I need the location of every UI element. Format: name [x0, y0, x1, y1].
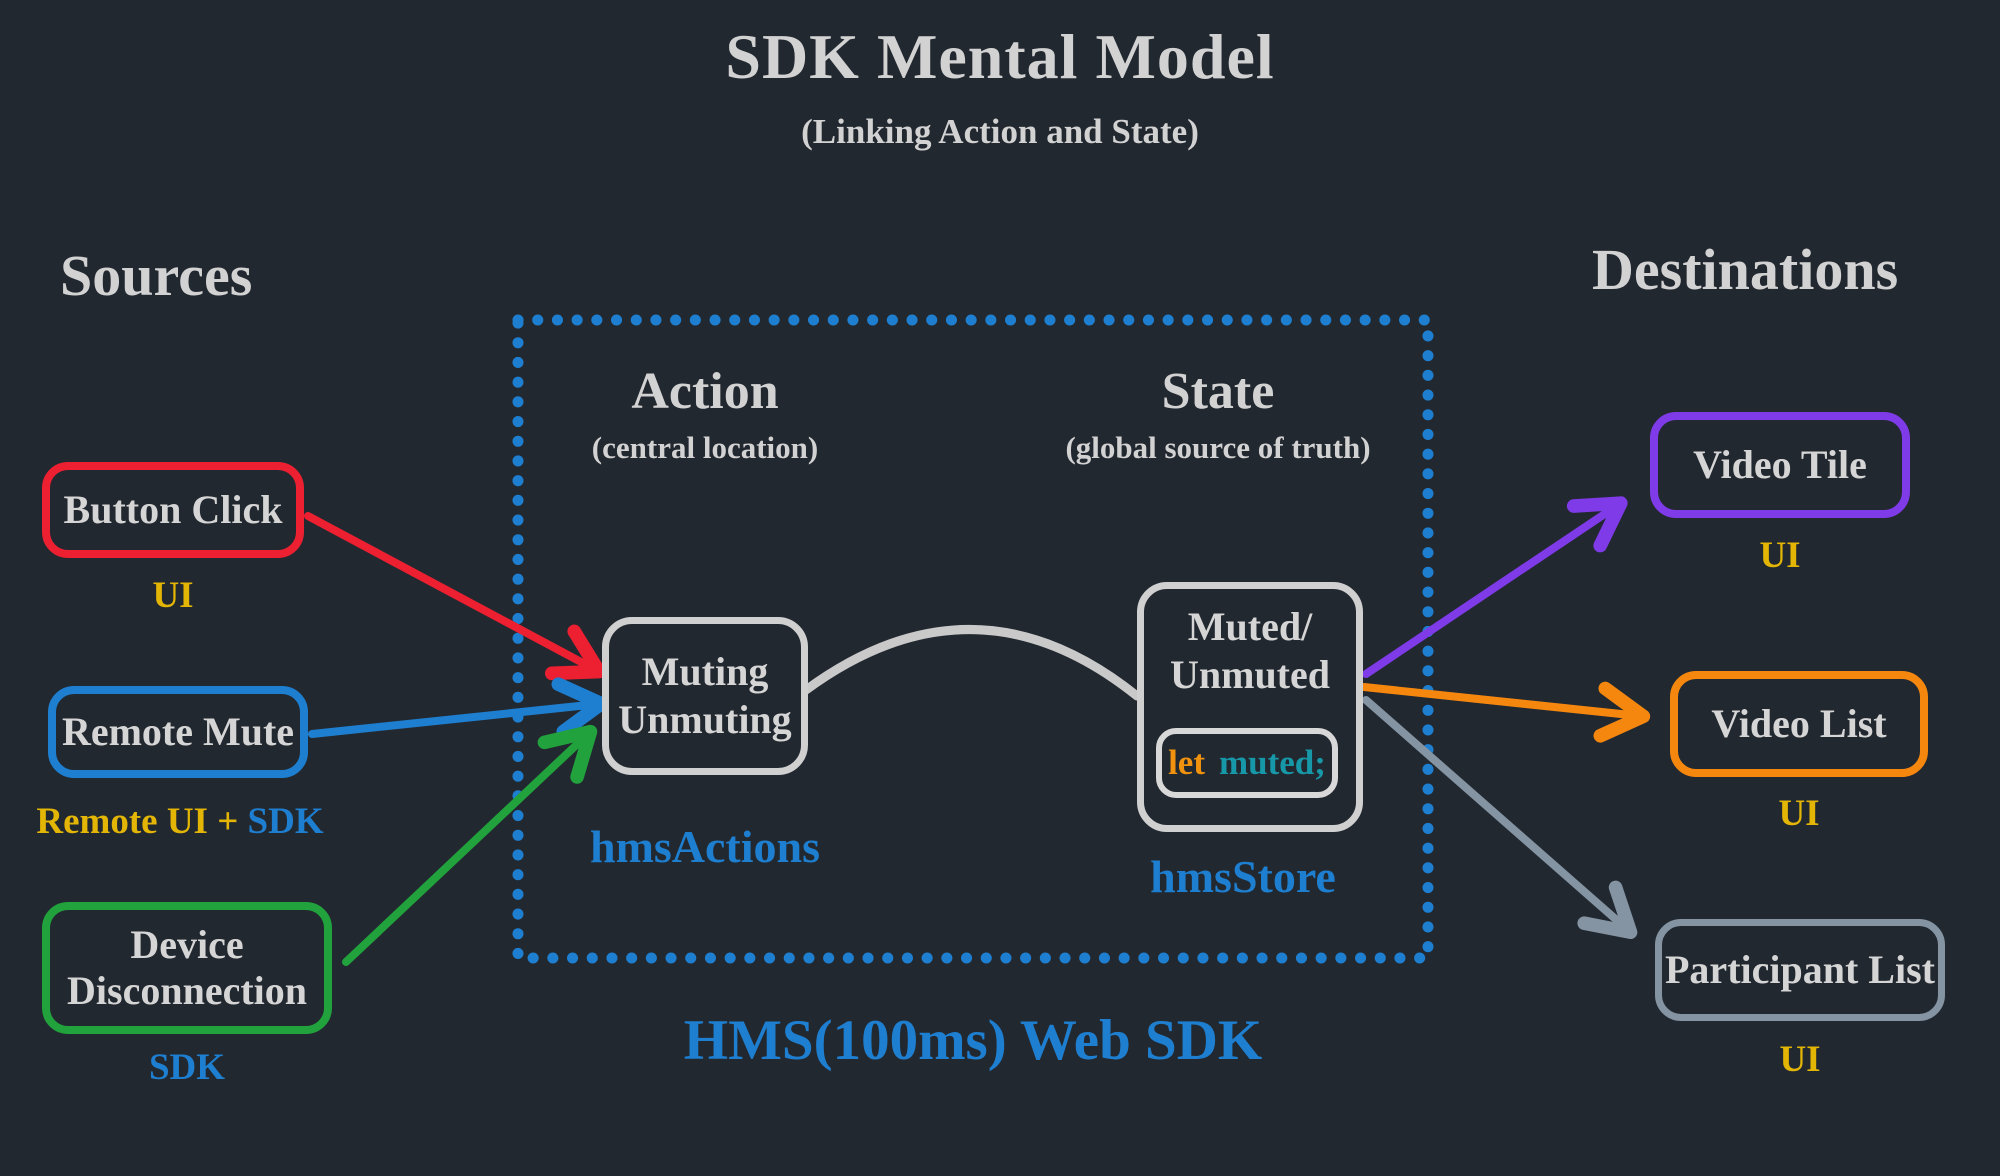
page-title: SDK Mental Model [725, 21, 1275, 92]
code-muted-token: muted; [1218, 743, 1326, 782]
action-to-state-curve [801, 625, 1142, 701]
device-label-line2: Disconnection [67, 968, 307, 1013]
arrow-state-to-participant-list [1362, 696, 1638, 940]
arrow-device-disconnection-to-muting [342, 724, 598, 966]
page-subtitle: (Linking Action and State) [801, 112, 1199, 151]
hms-actions-label: hmsActions [589, 821, 821, 872]
sources-heading: Sources [60, 243, 253, 308]
source-card-device-disconnection: Device Disconnection [42, 902, 332, 1034]
video-tile-caption: UI [1759, 535, 1801, 576]
destination-card-video-list: Video List [1670, 671, 1928, 777]
destination-card-video-tile: Video Tile [1650, 412, 1910, 518]
muting-line1: Muting [641, 649, 769, 694]
participant-list-caption: UI [1779, 1039, 1821, 1080]
arrow-remote-mute-to-muting [308, 677, 609, 739]
remote-caption-ui-part: Remote UI + [36, 801, 239, 842]
muting-line2: Unmuting [618, 697, 792, 742]
muting-unmuting-box: Muting Unmuting [602, 617, 808, 775]
participant-list-label: Participant List [1665, 947, 1935, 992]
source-card-remote-mute: Remote Mute [48, 686, 308, 778]
source-card-button-click: Button Click [42, 462, 304, 558]
state-heading: State [1161, 363, 1275, 420]
destinations-heading: Destinations [1592, 237, 1899, 302]
device-label-line1: Device [130, 922, 244, 967]
video-tile-label: Video Tile [1693, 442, 1867, 487]
action-subheading: (central location) [591, 430, 819, 465]
arrow-state-to-video-tile [1362, 496, 1628, 678]
hms-web-sdk-label: HMS(100ms) Web SDK [683, 1009, 1263, 1072]
hms-store-label: hmsStore [1150, 851, 1336, 902]
source-card-remote-mute-label: Remote Mute [61, 709, 295, 754]
remote-caption-sdk-part: SDK [247, 801, 324, 842]
arrow-button-click-to-muting [304, 512, 606, 681]
muted-unmuted-box: Muted/ Unmuted let muted; [1137, 582, 1363, 832]
let-muted-code-box: let muted; [1156, 728, 1338, 798]
source-card-button-click-label: Button Click [63, 487, 283, 532]
arrow-state-to-video-list [1360, 681, 1651, 743]
action-heading: Action [631, 363, 779, 420]
source-caption-sdk: SDK [148, 1047, 226, 1088]
video-list-label: Video List [1711, 701, 1887, 746]
state-subheading: (global source of truth) [1065, 430, 1371, 465]
source-caption-ui: UI [152, 575, 194, 616]
muted-line2: Unmuted [1169, 652, 1331, 697]
sdk-boundary-dotted-box [512, 314, 1434, 964]
destination-card-participant-list: Participant List [1655, 919, 1945, 1021]
source-caption-remote-ui-sdk: Remote UI + SDK [10, 800, 350, 843]
video-list-caption: UI [1778, 793, 1820, 834]
muted-line1: Muted/ [1187, 604, 1313, 649]
code-keyword-let: let [1168, 743, 1205, 782]
